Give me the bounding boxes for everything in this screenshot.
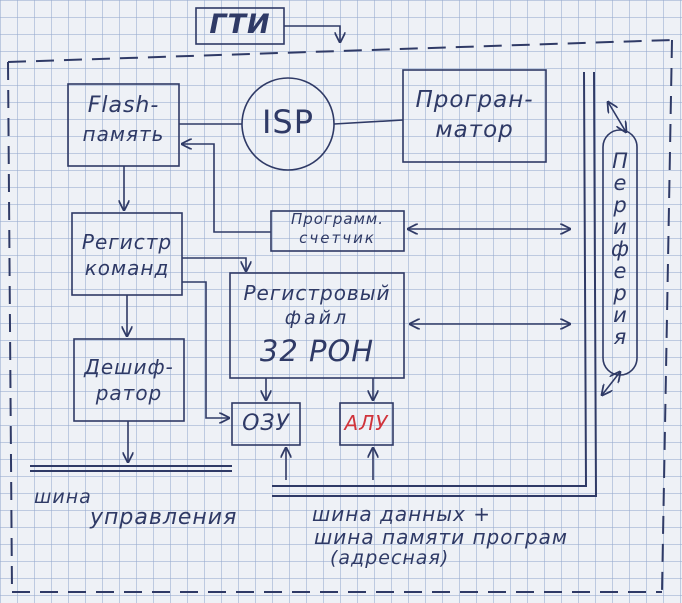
periphery-letter: я bbox=[613, 325, 627, 349]
control-bus-label-1: шина bbox=[34, 486, 92, 508]
isp-label: ISP bbox=[261, 103, 315, 141]
programmer-label-1: Програн- bbox=[415, 87, 534, 113]
periphery-letter: и bbox=[613, 303, 627, 327]
instr-reg-label-1: Регистр bbox=[81, 230, 173, 254]
decoder-box bbox=[73, 338, 185, 422]
decoder-label-2: ратор bbox=[95, 381, 163, 405]
data-bus-label-3: (адресная) bbox=[330, 547, 450, 569]
reg-file-label-3: 32 РОН bbox=[259, 334, 375, 368]
gti-label: ГТИ bbox=[209, 9, 271, 40]
counter-label-1: Программ. bbox=[291, 210, 384, 228]
periphery-bottom-arrow bbox=[602, 372, 620, 395]
counter-to-flash-arrow bbox=[182, 144, 271, 233]
decoder-label-1: Дешиф- bbox=[84, 355, 174, 379]
periphery-top-arrow bbox=[608, 102, 626, 132]
programmer-box bbox=[402, 69, 547, 163]
flash-label-1: Flash- bbox=[87, 93, 160, 118]
reg-file-label-2: файл bbox=[284, 307, 350, 329]
data-bus-label-1: шина данных + bbox=[312, 502, 491, 526]
control-bus-label-2: управления bbox=[90, 505, 238, 530]
reg-file-box bbox=[229, 272, 405, 379]
alu-label: АЛУ bbox=[344, 411, 389, 435]
periphery-letter: ф bbox=[611, 237, 629, 261]
periphery-letter: П bbox=[612, 149, 628, 173]
instr-reg-label-2: команд bbox=[84, 256, 170, 280]
periphery-letter: и bbox=[613, 215, 627, 239]
counter-box bbox=[270, 210, 405, 252]
gti-arrow bbox=[284, 25, 340, 42]
instr-to-ram-arrow bbox=[182, 281, 229, 418]
data-bus-label-2: шина памяти програм bbox=[314, 525, 568, 549]
programmer-label-2: матор bbox=[435, 117, 514, 143]
periphery-letter: р bbox=[613, 281, 627, 305]
isp-to-programmer-line bbox=[333, 119, 404, 125]
counter-label-2: счетчик bbox=[299, 229, 376, 247]
flash-label-2: память bbox=[82, 122, 165, 146]
reg-file-label-1: Регистровый bbox=[243, 281, 391, 305]
periphery-label: П е р и ф е р и я bbox=[608, 150, 632, 348]
instr-reg-box bbox=[71, 212, 183, 296]
alu-box bbox=[339, 402, 394, 446]
ram-box bbox=[231, 402, 301, 446]
instr-to-regfile-arrow bbox=[182, 257, 246, 271]
data-bus-line bbox=[272, 71, 598, 497]
control-bus-line bbox=[30, 465, 232, 472]
periphery-letter: е bbox=[613, 259, 627, 283]
periphery-letter: е bbox=[613, 171, 627, 195]
periphery-letter: р bbox=[613, 193, 627, 217]
ram-label: ОЗУ bbox=[242, 411, 290, 436]
